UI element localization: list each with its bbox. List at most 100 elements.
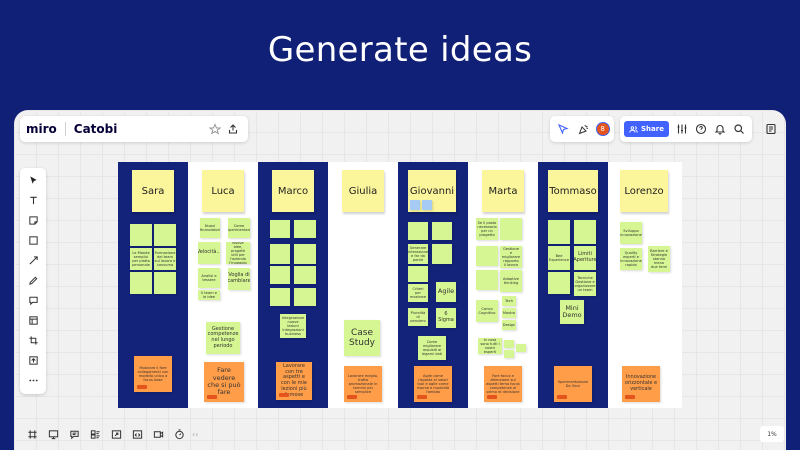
zoom-level[interactable]: 1%: [760, 426, 784, 442]
sticky-note[interactable]: Mostra: [502, 308, 516, 318]
sticky-note[interactable]: [270, 266, 290, 284]
select-tool-icon[interactable]: [25, 172, 41, 188]
share-button[interactable]: Share: [624, 121, 669, 137]
sticky-note[interactable]: Pluralità di pensiero: [408, 308, 428, 326]
bell-icon[interactable]: [711, 120, 728, 138]
connector-tool-icon[interactable]: [25, 252, 41, 268]
sticky-note[interactable]: Gestione e migliorare rapporto il lavoro: [500, 246, 522, 268]
sticky-note[interactable]: Agile come risposta ai valori tuoi e agi…: [414, 366, 452, 402]
column-name[interactable]: Tommaso: [548, 170, 598, 212]
sticky-note[interactable]: [154, 224, 176, 246]
sticky-note[interactable]: [270, 244, 290, 264]
embed-icon[interactable]: [129, 426, 145, 442]
sticky-note[interactable]: [270, 220, 290, 238]
sticky-note[interactable]: [130, 224, 152, 246]
sticky-note[interactable]: Lavorare con tre aspetti e con le mie le…: [276, 362, 312, 400]
sticky-note[interactable]: Il team e le idee: [198, 290, 220, 300]
sticky-note[interactable]: [294, 288, 316, 306]
sticky-note[interactable]: Nuovi finanziatori: [200, 218, 220, 238]
search-icon[interactable]: [731, 120, 748, 138]
sticky-note[interactable]: [294, 220, 316, 238]
more-tools-icon[interactable]: [25, 372, 41, 388]
help-icon[interactable]: [692, 120, 709, 138]
board-name[interactable]: Catobi: [73, 122, 118, 136]
sticky-note[interactable]: Se il posto necessario per un progetto: [476, 218, 498, 240]
column-name[interactable]: Marta: [482, 170, 524, 212]
sticky-note[interactable]: Fare vedere che si può fare: [204, 362, 244, 402]
column-name[interactable]: Giulia: [342, 170, 384, 212]
sticky-note[interactable]: [130, 272, 152, 294]
sticky-note[interactable]: Quality esperti e innovazione rapida: [620, 248, 642, 270]
upload-tool-icon[interactable]: [25, 352, 41, 368]
sticky-note[interactable]: Case Study: [344, 320, 380, 356]
column-name[interactable]: Marco: [272, 170, 314, 212]
sticky-note[interactable]: [422, 200, 432, 210]
shape-tool-icon[interactable]: [25, 232, 41, 248]
sticky-note[interactable]: In cosa sono tutti i nostri esperti: [478, 338, 502, 354]
timer-icon[interactable]: [171, 426, 187, 442]
sticky-note[interactable]: [410, 200, 420, 210]
sticky-note[interactable]: Tech: [502, 296, 516, 306]
brand-logo[interactable]: miro: [26, 122, 57, 136]
sticky-note[interactable]: Limiti Aperiture: [574, 246, 596, 270]
avatar[interactable]: 8: [595, 122, 610, 136]
sticky-note[interactable]: [476, 246, 498, 266]
sticky-note[interactable]: [504, 340, 514, 348]
sticky-note[interactable]: Generare interazione e far da ponte: [408, 244, 428, 264]
sticky-note[interactable]: Gestione competenze nel lungo periodo: [206, 322, 240, 354]
sticky-note[interactable]: [476, 270, 498, 290]
sticky-note[interactable]: Carico Cognitivo: [476, 300, 498, 322]
sticky-note[interactable]: Integrazione nuove lezioni Integrazioni …: [280, 314, 306, 338]
sticky-note[interactable]: [408, 266, 428, 282]
export-icon[interactable]: [224, 120, 242, 138]
sticky-note[interactable]: Voglia di cambiare: [228, 268, 250, 290]
frame-tool-icon[interactable]: [25, 312, 41, 328]
notes-icon[interactable]: [760, 116, 782, 142]
sticky-note[interactable]: Innovazione orizzontale e verticale: [622, 366, 660, 402]
present-icon[interactable]: [45, 426, 61, 442]
sticky-note[interactable]: [516, 344, 526, 352]
sticky-note[interactable]: [548, 220, 570, 244]
sticky-note[interactable]: Criteri per mostrare: [408, 284, 428, 302]
sticky-note[interactable]: Analisi e tessere: [198, 268, 220, 288]
sticky-note[interactable]: Bee Experience: [548, 246, 570, 270]
sticky-note[interactable]: Lavorare meglio, tratto promozionale in …: [344, 366, 382, 402]
sticky-note[interactable]: Formazione del team sul lavoro e consuma: [154, 248, 176, 270]
pen-tool-icon[interactable]: [25, 272, 41, 288]
comment-tool-icon[interactable]: [25, 292, 41, 308]
sticky-note[interactable]: [408, 222, 428, 240]
sticky-note[interactable]: Le Mande semplici per piatto personale: [130, 248, 152, 270]
text-tool-icon[interactable]: [25, 192, 41, 208]
column-name[interactable]: Sara: [132, 170, 174, 212]
frames-icon[interactable]: [24, 426, 40, 442]
screen-share-icon[interactable]: [108, 426, 124, 442]
sticky-note[interactable]: [294, 244, 316, 264]
sticky-note[interactable]: [294, 266, 316, 284]
cards-icon[interactable]: [87, 426, 103, 442]
sticky-note[interactable]: Adaptive thinking: [500, 270, 522, 292]
sticky-note[interactable]: Nuove idee, progetti utili per l'azienda…: [226, 242, 250, 264]
sticky-note[interactable]: Barriere e Strategie stanno meno due tem…: [648, 246, 670, 272]
column-name[interactable]: Lorenzo: [620, 170, 668, 212]
sticky-note[interactable]: [504, 350, 514, 358]
sticky-note[interactable]: Mostrare il fare collegamenti con modell…: [134, 356, 172, 392]
comments-icon[interactable]: [66, 426, 82, 442]
collapse-toolbar-icon[interactable]: ‹‹: [192, 429, 199, 439]
sticky-note[interactable]: Sperimentazione Da Vinci: [554, 366, 592, 402]
sticky-note[interactable]: Tecniche Gestione e organizzare un team: [574, 272, 596, 296]
reaction-icon[interactable]: [554, 120, 572, 138]
sticky-note[interactable]: [500, 218, 522, 240]
sticky-note[interactable]: [548, 272, 570, 294]
video-icon[interactable]: [150, 426, 166, 442]
celebrate-icon[interactable]: [575, 120, 593, 138]
sticky-note[interactable]: Come migliorare requisiti ai legami dati: [418, 336, 446, 360]
sticky-note[interactable]: [270, 288, 290, 306]
sticky-note[interactable]: Velocità...: [198, 242, 220, 264]
column-name[interactable]: Luca: [202, 170, 244, 212]
settings-icon[interactable]: [673, 120, 690, 138]
sticky-note[interactable]: Fare focus e attenzione sul aspetti tema…: [484, 366, 522, 402]
sticky-note[interactable]: [432, 244, 452, 264]
star-icon[interactable]: [206, 120, 224, 138]
sticky-note[interactable]: 6 Sigma: [436, 308, 456, 328]
sticky-note[interactable]: Agile: [436, 282, 456, 302]
